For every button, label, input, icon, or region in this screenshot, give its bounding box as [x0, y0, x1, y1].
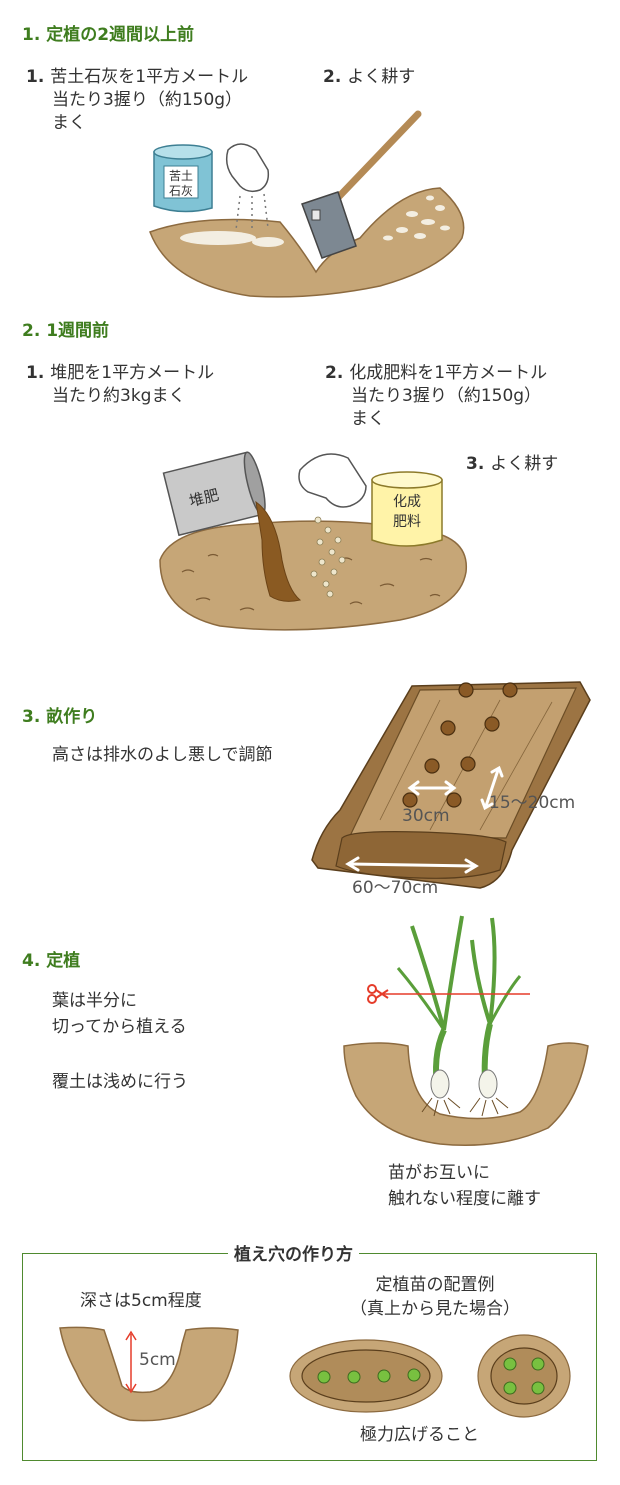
- section4-text-line3: 覆土は浅めに行う: [52, 1072, 188, 1092]
- step-number: 1.: [26, 67, 45, 87]
- planting-illustration: [343, 915, 589, 1147]
- step-text-line2: 当たり約3kgまく: [52, 386, 186, 406]
- ridge-illustration: [311, 681, 591, 889]
- seedling-right: [469, 917, 522, 1117]
- planting-trench: [343, 1042, 589, 1147]
- planting-caption-line2: 触れない程度に離す: [388, 1189, 541, 1209]
- step-text-line3: まく: [52, 113, 86, 133]
- fert-bag-label-line1: 化成: [393, 494, 421, 510]
- section2-step3: 3.よく耕す: [466, 453, 558, 476]
- step-text-line1: 化成肥料を1平方メートル: [349, 363, 548, 383]
- depth-arrow: [125, 1330, 137, 1394]
- dimension-arrows: [345, 765, 504, 874]
- step-text-line2: 当たり3握り（約150g）: [351, 386, 542, 406]
- step-number: 2.: [325, 363, 344, 383]
- soil-texture: [181, 553, 441, 611]
- fertilizer-application-illustration: 堆肥 化成 肥料: [159, 451, 467, 631]
- hand-icon: [298, 453, 367, 508]
- step-number: 3.: [466, 454, 485, 474]
- compost-bag: [162, 451, 266, 537]
- planting-hole-box-title: 植え穴の作り方: [228, 1240, 359, 1265]
- step-text-line3: まく: [351, 409, 385, 429]
- ridge-width-label: 60～70cm: [352, 878, 439, 898]
- section3-heading: 3. 畝作り: [22, 707, 98, 727]
- hand-icon: [225, 143, 270, 193]
- compost-stream: [255, 500, 302, 602]
- lime-bag: [153, 144, 213, 213]
- section4-heading: 4. 定植: [22, 951, 81, 971]
- section3-text: 高さは排水のよし悪しで調節: [52, 745, 273, 765]
- step-text-line1: よく耕す: [347, 67, 416, 87]
- hole-spacing-label: 30cm: [402, 806, 450, 826]
- lime-patch-mid: [252, 237, 284, 247]
- section1-step2: 2.よく耕す: [323, 66, 415, 89]
- seedling-dots-row: [317, 1368, 421, 1384]
- bag-label-line1: 苦土: [169, 169, 193, 183]
- hole-cross-section: [59, 1326, 239, 1422]
- step-text-line1: 苦土石灰を1平方メートル: [50, 67, 249, 87]
- lime-specks-right: [383, 195, 450, 241]
- depth-label: 5cm: [139, 1350, 176, 1370]
- section4-text-line2: 切ってから植える: [52, 1017, 187, 1037]
- fertilizer-bag: [371, 471, 443, 547]
- seedling-left: [396, 915, 464, 1117]
- hoe-icon: [301, 110, 422, 259]
- step-text-line1: 堆肥を1平方メートル: [50, 363, 215, 383]
- lime-application-illustration: 苦土 石灰: [149, 110, 465, 298]
- section4-text-line1: 葉は半分に: [52, 991, 137, 1011]
- layout-footer: 極力広げること: [360, 1425, 479, 1445]
- section2-step1: 1.堆肥を1平方メートル 当たり約3kgまく: [26, 362, 214, 408]
- scissors-icon: [367, 984, 389, 1004]
- section1-heading: 1. 定植の2週間以上前: [22, 25, 195, 45]
- step-text-line2: 当たり3握り（約150g）: [52, 90, 243, 110]
- step-number: 1.: [26, 363, 45, 383]
- layout-title-line1: 定植苗の配置例: [375, 1275, 495, 1295]
- depth-title: 深さは5cm程度: [80, 1291, 202, 1311]
- planting-caption-line1: 苗がお互いに: [388, 1163, 490, 1183]
- layout-circle: [477, 1334, 571, 1418]
- soil-mound: [149, 187, 465, 298]
- fert-bag-label-line2: 肥料: [393, 514, 421, 530]
- step-number: 2.: [323, 67, 342, 87]
- fertilizer-pellets: [310, 516, 346, 598]
- step-text-line1: よく耕す: [490, 454, 559, 474]
- planting-holes: [402, 682, 518, 808]
- section2-step2: 2.化成肥料を1平方メートル 当たり3握り（約150g） まく: [325, 362, 547, 431]
- falling-lime-dots: [235, 193, 269, 232]
- ridge-height-label: 15～20cm: [489, 793, 576, 813]
- bag-label-line2: 石灰: [169, 184, 193, 198]
- section2-heading: 2. 1週間前: [22, 321, 110, 341]
- seedling-dots-square: [503, 1357, 545, 1395]
- section1-step1: 1.苦土石灰を1平方メートル 当たり3握り（約150g） まく: [26, 66, 248, 135]
- lime-patch-left: [180, 231, 256, 245]
- layout-title-line2: （真上から見た場合）: [350, 1299, 520, 1319]
- layout-oval: [289, 1339, 443, 1413]
